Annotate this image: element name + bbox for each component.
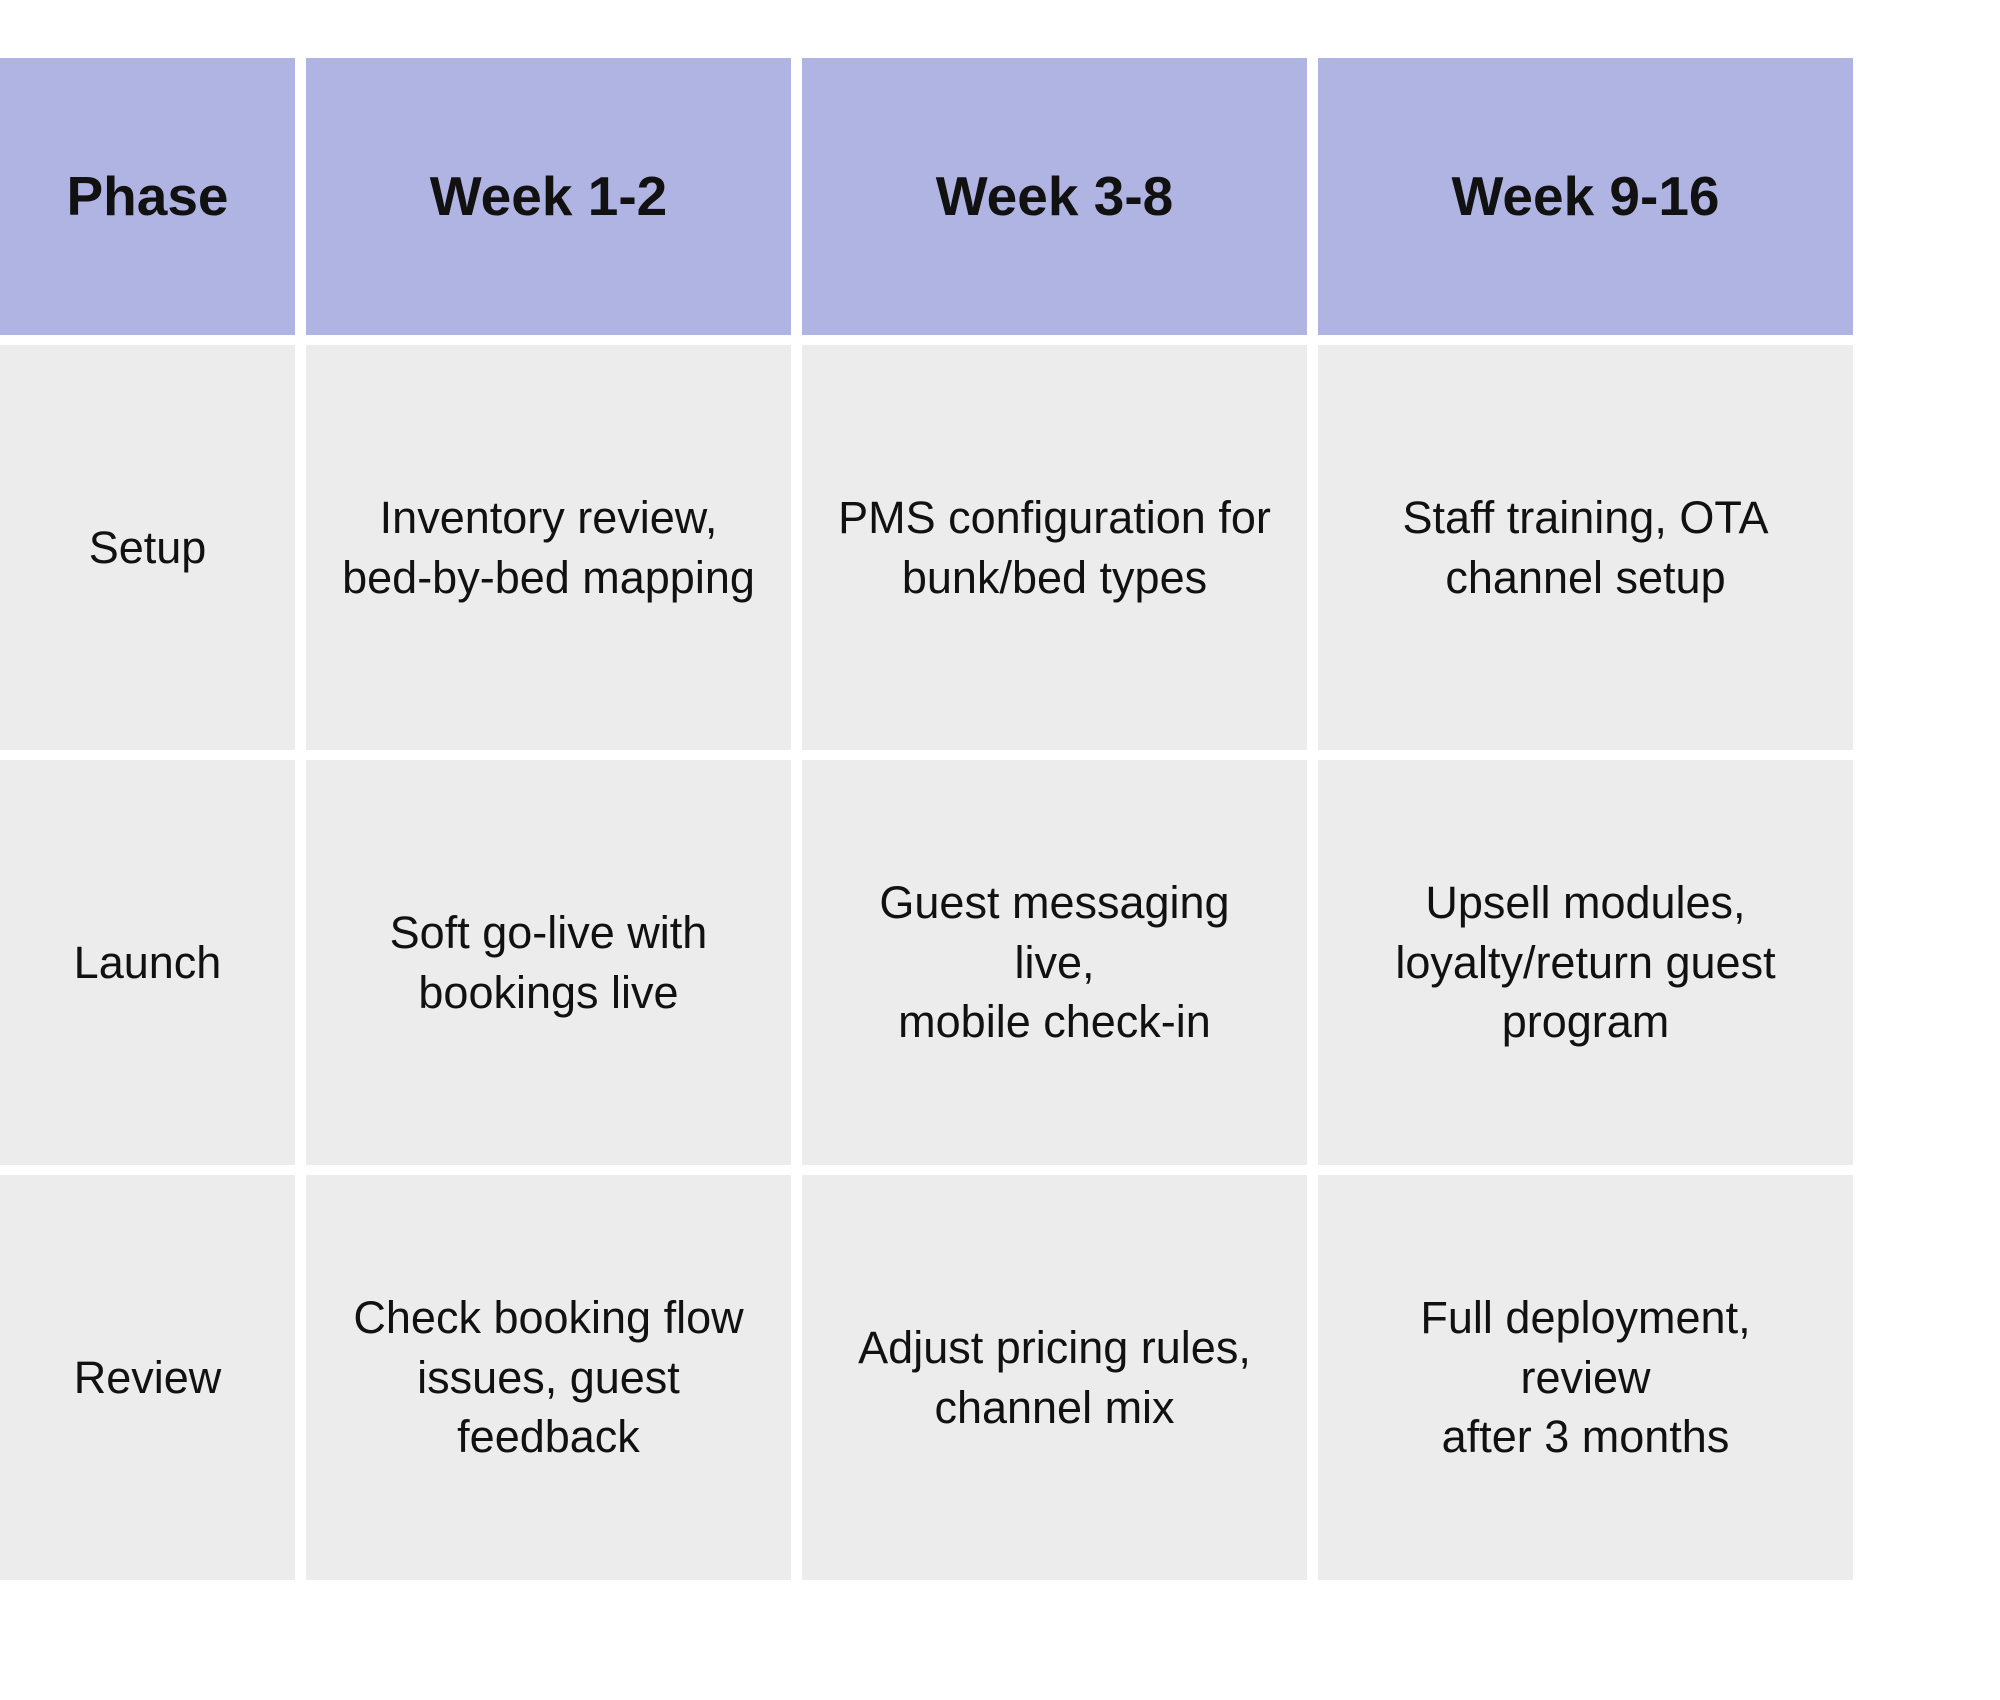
phase-cell-setup: Setup xyxy=(0,345,295,750)
task-cell: PMS configuration for bunk/bed types xyxy=(802,345,1307,750)
task-cell: Guest messaging live, mobile check-in xyxy=(802,760,1307,1165)
header-cell-phase: Phase xyxy=(0,58,295,335)
task-cell: Adjust pricing rules, channel mix xyxy=(802,1175,1307,1580)
phase-cell-review: Review xyxy=(0,1175,295,1580)
task-cell: Inventory review, bed-by-bed mapping xyxy=(306,345,791,750)
header-cell-week-1-2: Week 1-2 xyxy=(306,58,791,335)
task-cell: Upsell modules, loyalty/return guest pro… xyxy=(1318,760,1853,1165)
header-cell-week-9-16: Week 9-16 xyxy=(1318,58,1853,335)
task-cell: Check booking flow issues, guest feedbac… xyxy=(306,1175,791,1580)
phase-timeline-table: Phase Week 1-2 Week 3-8 Week 9-16 Setup … xyxy=(0,58,1853,1580)
header-cell-week-3-8: Week 3-8 xyxy=(802,58,1307,335)
task-cell: Staff training, OTA channel setup xyxy=(1318,345,1853,750)
phase-cell-launch: Launch xyxy=(0,760,295,1165)
task-cell: Soft go-live with bookings live xyxy=(306,760,791,1165)
task-cell: Full deployment, review after 3 months xyxy=(1318,1175,1853,1580)
